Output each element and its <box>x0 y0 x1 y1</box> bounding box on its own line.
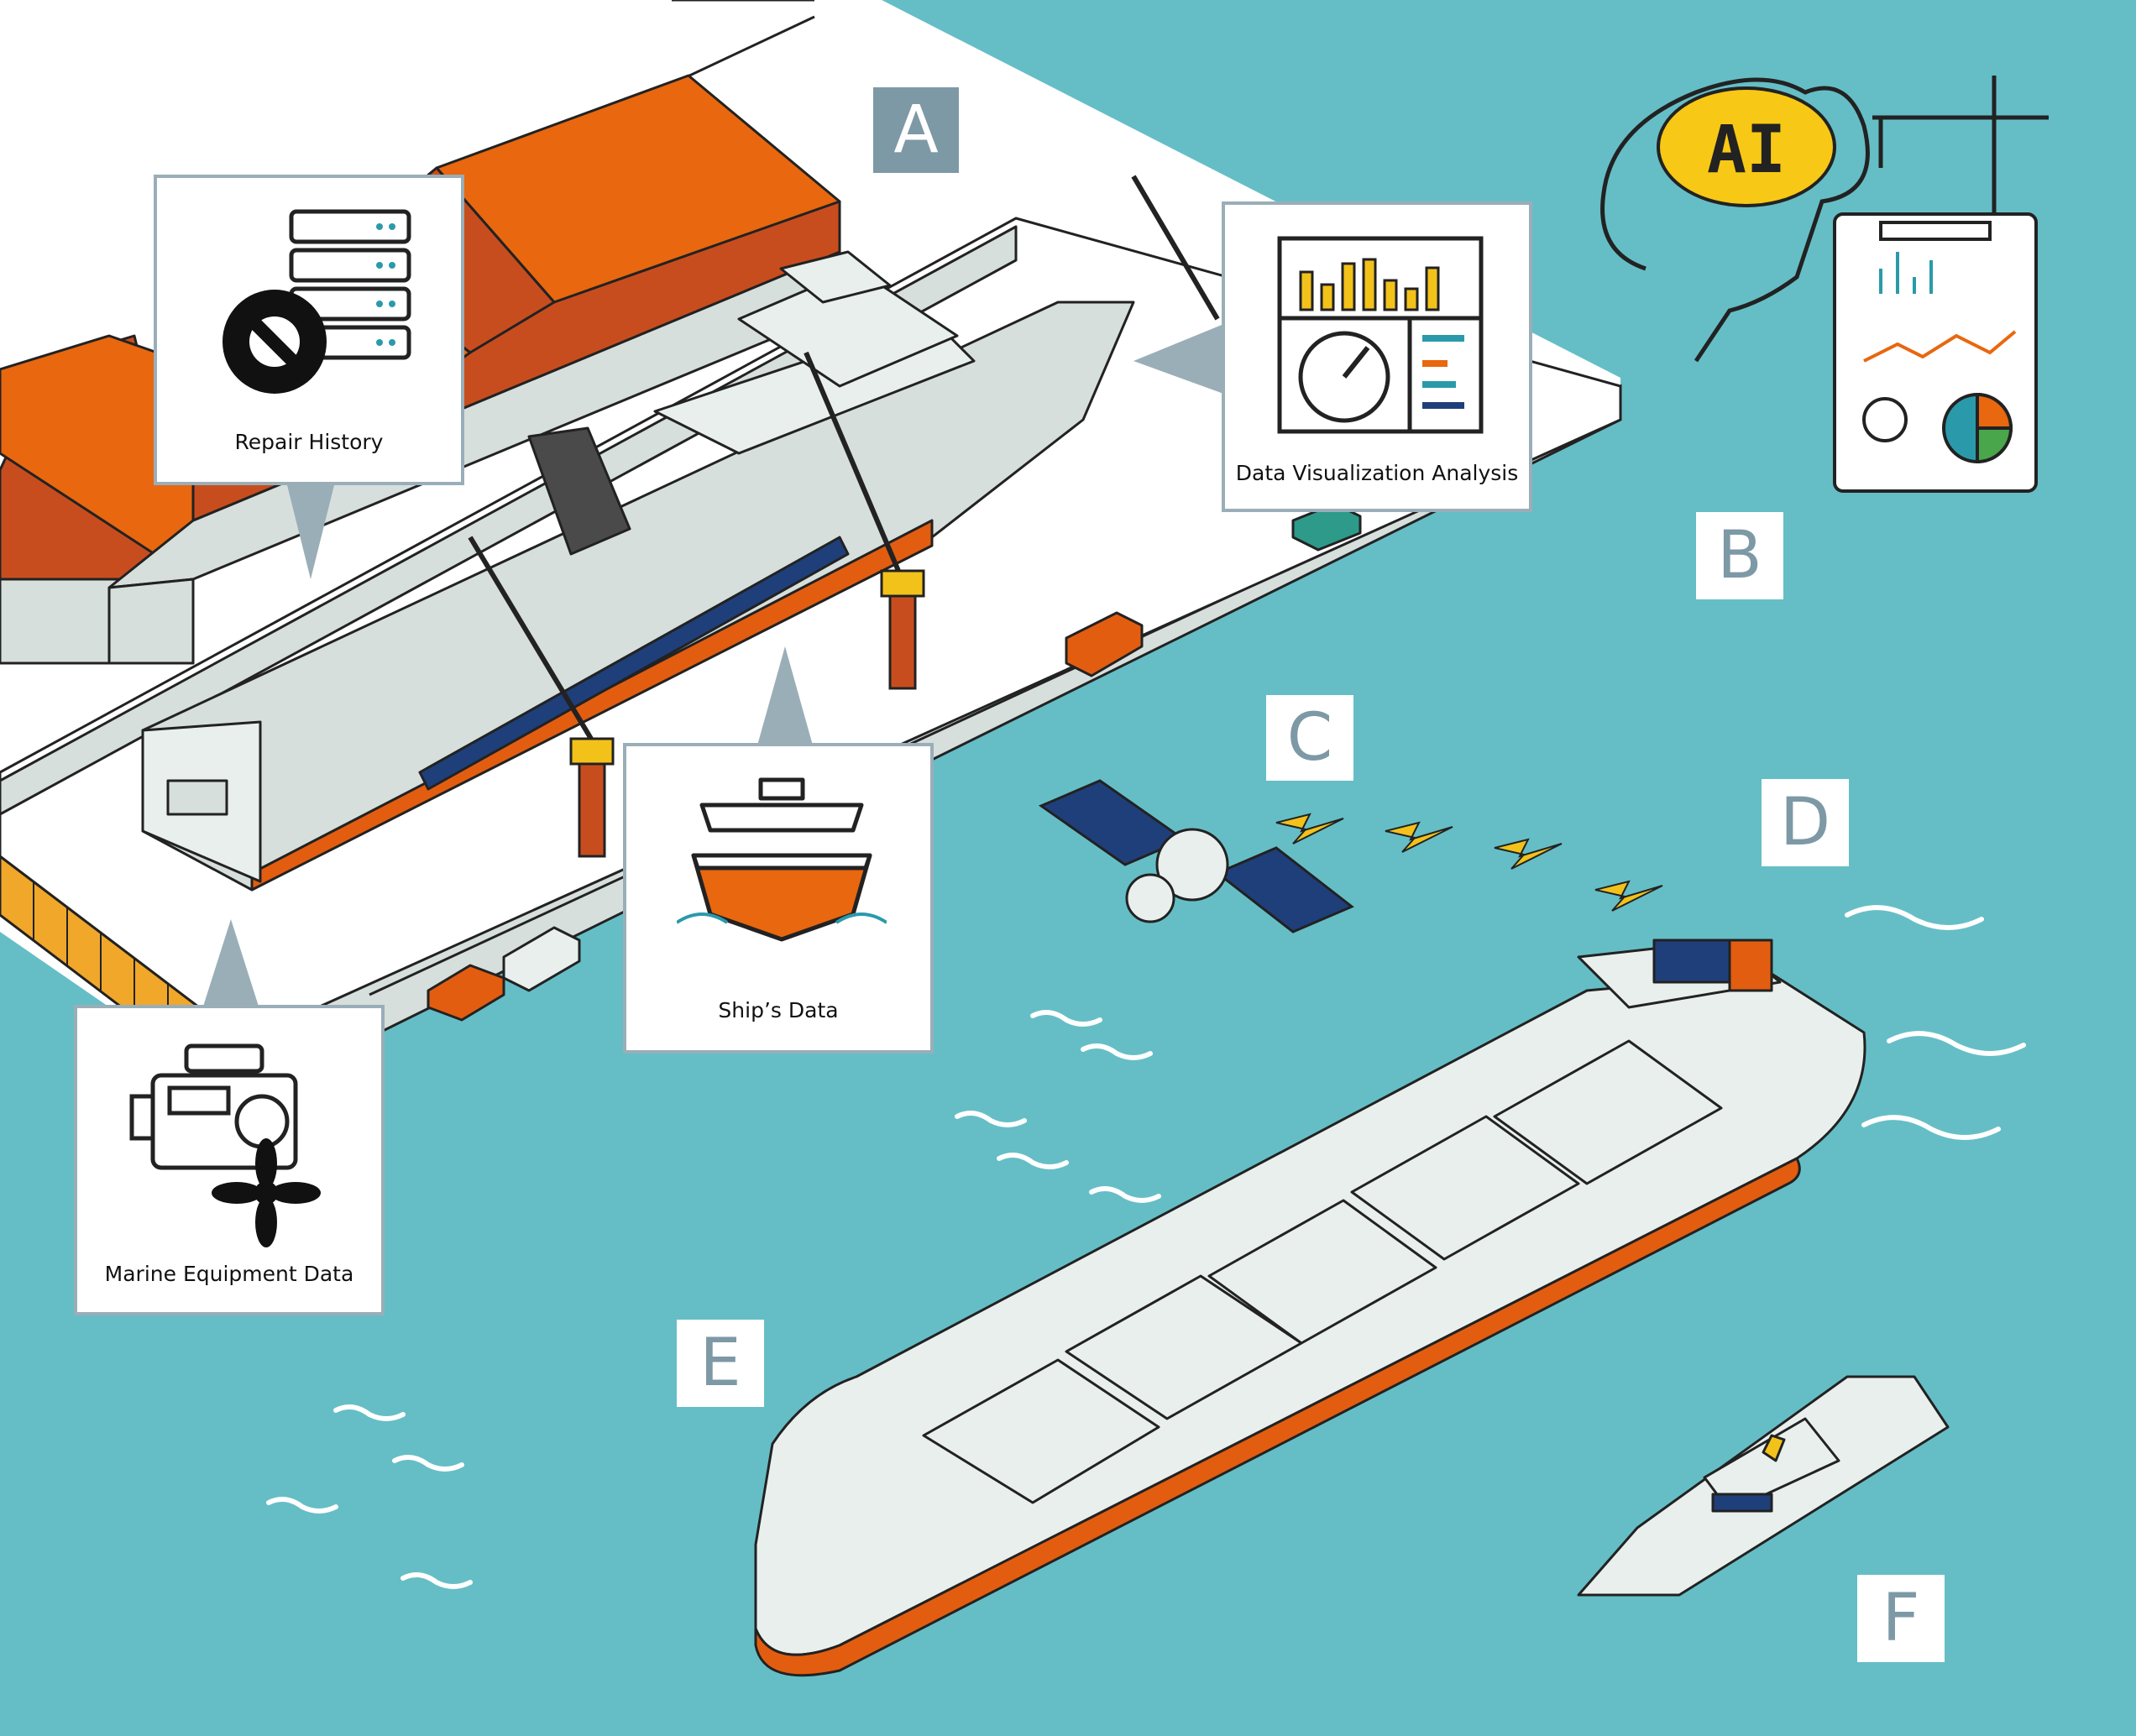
engine-icon <box>129 1043 321 1247</box>
bar-chart-icon <box>1299 258 1440 311</box>
gauge-icon <box>1298 331 1390 423</box>
tower-crane-icon <box>1872 76 2049 218</box>
dock-cranes <box>468 175 1220 858</box>
label-c: C <box>1266 695 1353 781</box>
label-d: D <box>1762 779 1849 866</box>
ships-data-card: Ship’s Data <box>623 743 934 1054</box>
repair-history-card: Repair History <box>154 175 464 485</box>
small-boat <box>1577 1375 1950 1597</box>
marine-equipment-card: Marine Equipment Data <box>74 1005 385 1315</box>
label-a: A <box>873 87 959 173</box>
containers <box>427 502 1362 1022</box>
clipboard-chart-icon <box>1833 212 2038 493</box>
gear-wrench-icon <box>222 290 327 394</box>
label-e: E <box>677 1320 764 1407</box>
ai-brain-icon <box>1600 77 1870 363</box>
repair-history-caption: Repair History <box>234 430 384 454</box>
ai-text: AI <box>1707 112 1786 188</box>
callout-pointers <box>202 323 1226 1012</box>
server-icon <box>222 209 411 394</box>
satellite-icon <box>1038 779 1354 933</box>
label-f: F <box>1857 1575 1945 1662</box>
marine-equipment-caption: Marine Equipment Data <box>104 1262 354 1286</box>
ship-icon <box>677 777 887 942</box>
sea-waves <box>266 905 2026 1589</box>
bulk-carrier-ship <box>754 939 1866 1677</box>
ships-data-caption: Ship’s Data <box>718 998 839 1022</box>
lightning-icon <box>1275 813 1663 912</box>
data-visualization-card: Data Visualization Analysis <box>1222 201 1532 512</box>
ship-in-dock <box>141 250 1135 892</box>
propeller-icon <box>212 1138 321 1247</box>
data-visualization-caption: Data Visualization Analysis <box>1235 461 1519 485</box>
dashboard-icon <box>1277 236 1484 434</box>
label-b: B <box>1696 512 1783 599</box>
